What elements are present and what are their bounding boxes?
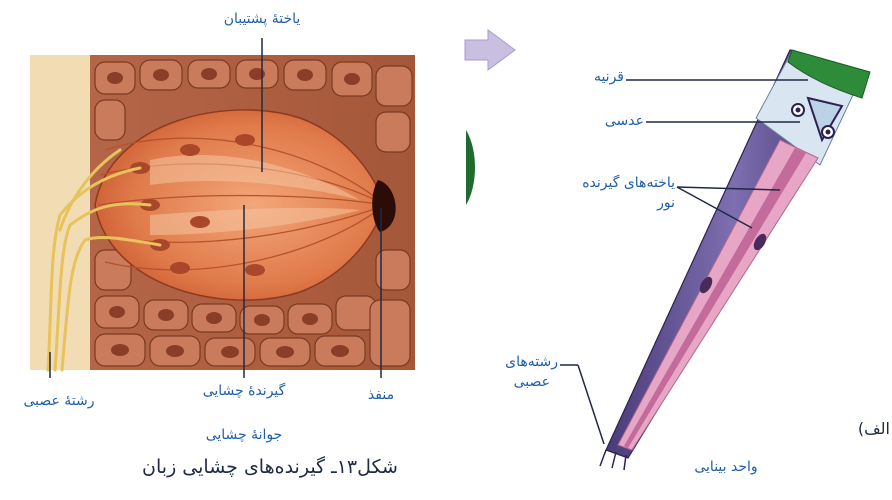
connective-tissue [30, 55, 90, 370]
label-ommatidium: واحد بینایی [676, 458, 776, 476]
label-photoreceptors-line1: یاخته‌های گیرنده [535, 174, 675, 192]
label-nerve-fibers-line2: عصبی [478, 373, 550, 391]
rhabdom [624, 148, 806, 448]
figure-caption: شکل۱۳ـ گیرنده‌های چشایی زبان [120, 458, 420, 476]
adjacent-figure-edge [466, 130, 475, 205]
label-taste-receptor: گیرندهٔ چشایی [190, 382, 298, 400]
panel-letter: الف) [846, 420, 890, 438]
label-cornea: قرنیه [572, 68, 624, 86]
arrow-icon [465, 30, 515, 70]
label-nerve-fiber: رشتهٔ عصبی [4, 392, 114, 410]
label-nerve-fibers-line1: رشته‌های [478, 353, 558, 371]
label-pore: منفذ [355, 386, 407, 404]
taste-bud-illustration [30, 55, 415, 370]
label-supporting-cell: یاختهٔ پشتیبان [210, 10, 314, 28]
label-taste-bud: جوانهٔ چشایی [190, 426, 298, 444]
label-lens: عدسی [586, 112, 644, 130]
label-photoreceptors-line2: نور [535, 194, 675, 212]
